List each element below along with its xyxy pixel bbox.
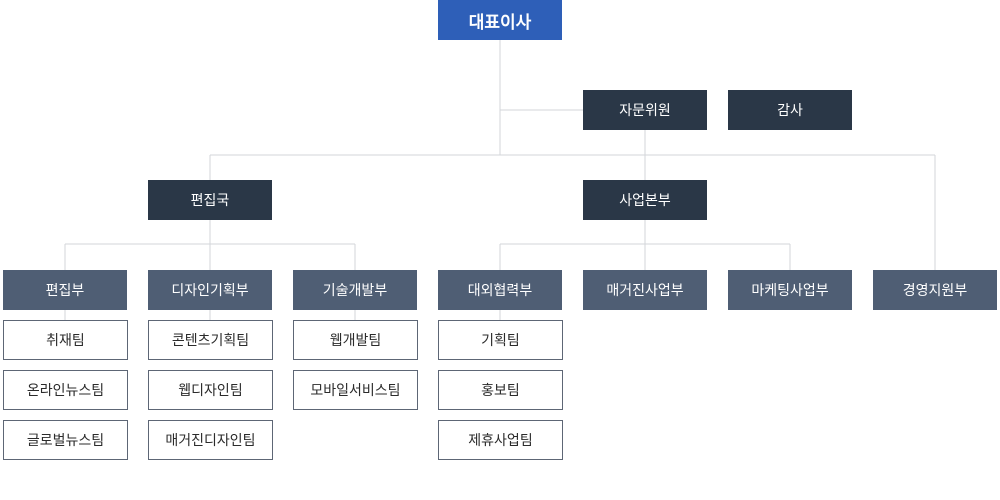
dept-tech-dev-box: 기술개발부 — [293, 270, 417, 310]
dept-design-planning-box: 디자인기획부 — [148, 270, 272, 310]
business-division-box: 사업본부 — [583, 180, 707, 220]
team-box: 모바일서비스팀 — [293, 370, 418, 410]
team-box: 온라인뉴스팀 — [3, 370, 128, 410]
dept-management-support-box: 경영지원부 — [873, 270, 997, 310]
dept-marketing-business-box: 마케팅사업부 — [728, 270, 852, 310]
team-box: 홍보팀 — [438, 370, 563, 410]
audit-box: 감사 — [728, 90, 852, 130]
dept-external-relations-box: 대외협력부 — [438, 270, 562, 310]
dept-editing-box: 편집부 — [3, 270, 127, 310]
dept-magazine-business-box: 매거진사업부 — [583, 270, 707, 310]
team-box: 취재팀 — [3, 320, 128, 360]
team-box: 웹개발팀 — [293, 320, 418, 360]
team-box: 제휴사업팀 — [438, 420, 563, 460]
team-box: 기획팀 — [438, 320, 563, 360]
team-box: 웹디자인팀 — [148, 370, 273, 410]
ceo-box: 대표이사 — [438, 0, 562, 40]
team-box: 글로벌뉴스팀 — [3, 420, 128, 460]
advisory-box: 자문위원 — [583, 90, 707, 130]
editorial-bureau-box: 편집국 — [148, 180, 272, 220]
team-box: 매거진디자인팀 — [148, 420, 273, 460]
team-box: 콘텐츠기획팀 — [148, 320, 273, 360]
